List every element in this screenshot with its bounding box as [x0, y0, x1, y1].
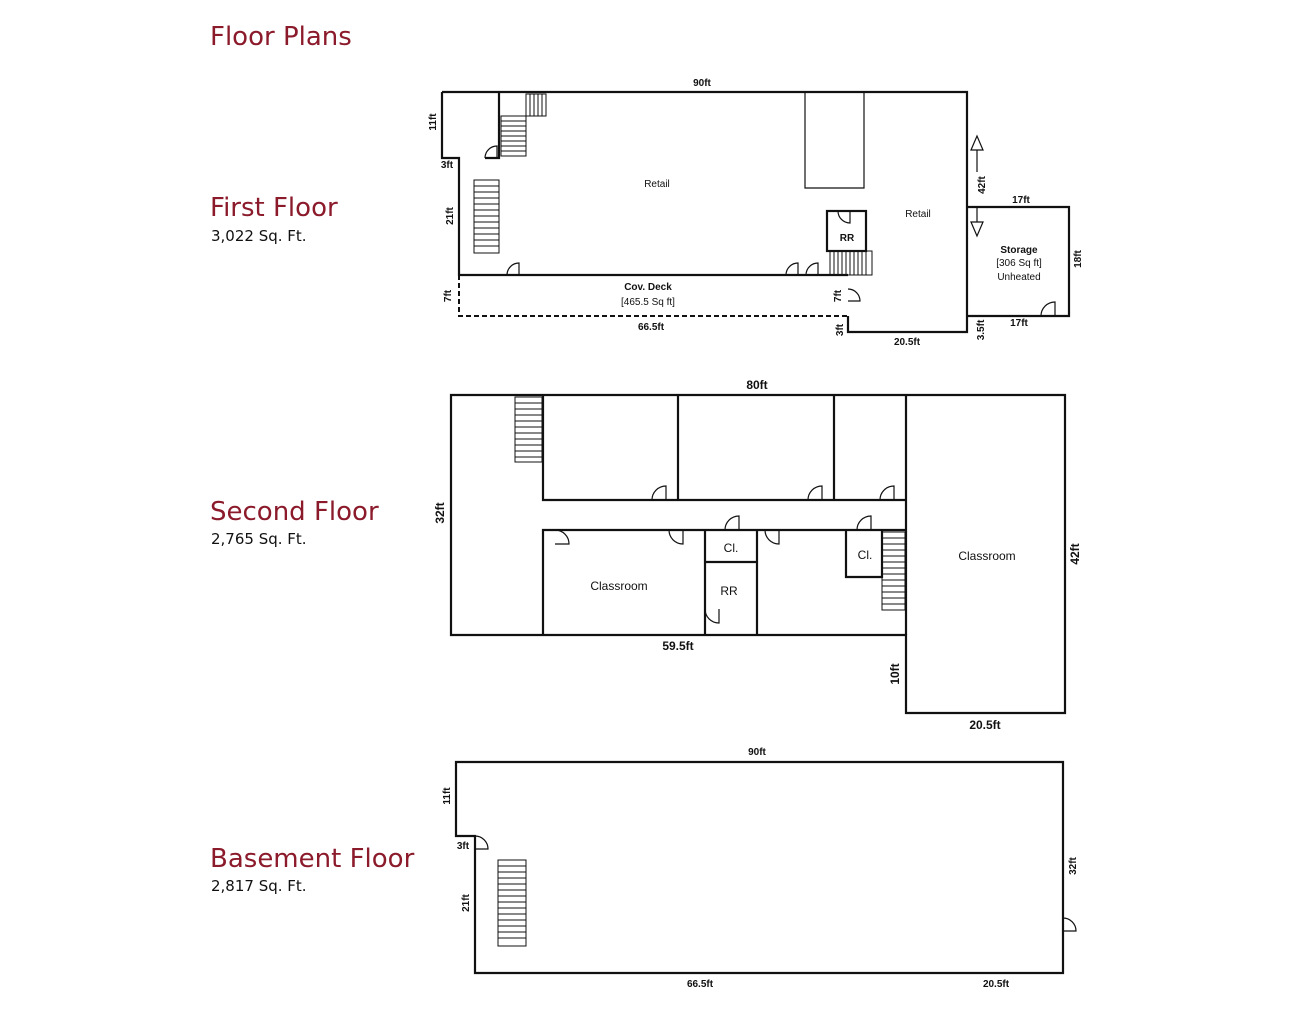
floor-title-second: Second Floor: [210, 497, 379, 527]
second-floor-door-4: [554, 529, 570, 545]
second-floor-classroom-right-label: Classroom: [958, 549, 1015, 563]
second-floor-door-2: [807, 485, 823, 501]
second-floor-dim-step: 10ft: [888, 663, 902, 684]
first-floor-dim-bottom-right: 20.5ft: [894, 337, 921, 348]
second-floor-upper-rooms: [541, 395, 908, 635]
first-floor-storage-label: Storage: [1000, 245, 1038, 256]
first-floor-deck-area: [465.5 Sq ft]: [621, 297, 675, 308]
second-floor-dim-left: 32ft: [433, 502, 447, 523]
first-floor-dim-deck-right: 7ft: [833, 289, 844, 302]
first-floor-door-restroom: [837, 210, 851, 224]
first-floor-dim-left-lower: 21ft: [445, 206, 456, 224]
basement-dim-right: 32ft: [1068, 856, 1079, 874]
floor-area-second: 2,765 Sq. Ft.: [211, 530, 307, 548]
basement-dim-left-upper: 11ft: [442, 787, 453, 805]
second-floor-door-7: [764, 529, 780, 545]
first-floor-dim-top: 90ft: [693, 78, 711, 89]
first-floor-dim-storage-offset: 3.5ft: [976, 319, 987, 340]
basement-dim-notch: 3ft: [457, 841, 470, 852]
first-floor-door-deck-3: [847, 288, 861, 302]
basement-dim-left-lower: 21ft: [461, 893, 472, 911]
second-floor-door-9: [704, 608, 720, 624]
second-floor-door-6: [724, 515, 740, 531]
basement-floor-plan: 90ft 11ft 3ft 21ft 32ft 66.5ft 20.5ft: [442, 747, 1079, 990]
basement-door-left: [474, 835, 489, 850]
first-floor-dim-right-height: 42ft: [977, 175, 988, 193]
page-title: Floor Plans: [210, 22, 352, 52]
first-floor-partition: [804, 92, 865, 189]
first-floor-restroom-label: RR: [840, 233, 855, 244]
first-floor-restroom: [825, 209, 868, 253]
second-floor-dim-bottom-right: 20.5ft: [969, 718, 1000, 732]
second-floor-stair-left: [514, 396, 543, 463]
second-floor-restroom-label: RR: [720, 584, 738, 598]
floor-area-basement: 2,817 Sq. Ft.: [211, 877, 307, 895]
first-floor-door-entry: [484, 145, 498, 159]
first-floor-door-deck-1: [785, 262, 799, 276]
basement-door-right: [1062, 917, 1077, 932]
first-floor-entry-room: [485, 92, 501, 160]
floor-title-first: First Floor: [210, 193, 338, 223]
second-floor-closet-2-label: Cl.: [858, 548, 873, 562]
first-floor-arrow-icon: [970, 134, 984, 238]
first-floor-plan: Retail Retail RR Cov. Deck [465.5 Sq ft]…: [428, 78, 1084, 348]
first-floor-stair-top: [500, 93, 547, 157]
basement-floor-outline: [454, 760, 1065, 975]
basement-stair: [497, 859, 527, 947]
basement-dim-bottom-right: 20.5ft: [983, 979, 1010, 990]
first-floor-dim-storage-bottom: 17ft: [1010, 318, 1028, 329]
first-floor-storage-area: [306 Sq ft]: [996, 258, 1042, 269]
second-floor-stair-right: [881, 531, 906, 611]
second-floor-door-5: [668, 529, 684, 545]
first-floor-dim-storage-side: 18ft: [1073, 249, 1084, 267]
first-floor-dim-deck-length: 66.5ft: [638, 322, 665, 333]
second-floor-lower-rooms: [541, 528, 906, 635]
second-floor-classroom-left-label: Classroom: [590, 579, 647, 593]
second-floor-dim-right: 42ft: [1068, 543, 1082, 564]
second-floor-dim-bottom-left: 59.5ft: [662, 639, 693, 653]
first-floor-door-left: [506, 262, 520, 276]
first-floor-door-deck-2: [805, 262, 819, 276]
first-floor-dim-storage-top: 17ft: [1012, 195, 1030, 206]
second-floor-door-1: [651, 485, 667, 501]
basement-dim-bottom-left: 66.5ft: [687, 979, 714, 990]
second-floor-door-8: [856, 515, 872, 531]
first-floor-dim-left-upper: 11ft: [428, 113, 439, 131]
basement-dim-top: 90ft: [748, 747, 766, 758]
second-floor-outline: [449, 393, 1067, 715]
first-floor-covered-deck: [458, 275, 848, 317]
first-floor-deck-label: Cov. Deck: [624, 282, 672, 293]
floor-area-first: 3,022 Sq. Ft.: [211, 227, 307, 245]
first-floor-door-storage: [1040, 301, 1056, 317]
second-floor-dim-top: 80ft: [746, 378, 767, 392]
first-floor-storage-note: Unheated: [997, 272, 1040, 283]
second-floor-door-3: [879, 485, 895, 501]
second-floor-closet-1-label: Cl.: [724, 541, 739, 555]
first-floor-outline: [440, 90, 1071, 334]
first-floor-stair-right: [829, 250, 873, 276]
second-floor-plan: Classroom Cl. RR Cl. Classroom 80ft 32ft…: [433, 378, 1082, 732]
first-floor-stair-left: [473, 179, 500, 254]
first-floor-dim-deck-depth: 7ft: [443, 289, 454, 302]
first-floor-dim-notch: 3ft: [441, 160, 454, 171]
floor-title-basement: Basement Floor: [210, 844, 415, 874]
first-floor-dim-step: 3ft: [835, 323, 846, 336]
first-floor-retail-left-label: Retail: [644, 179, 670, 190]
first-floor-retail-right-label: Retail: [905, 209, 931, 220]
